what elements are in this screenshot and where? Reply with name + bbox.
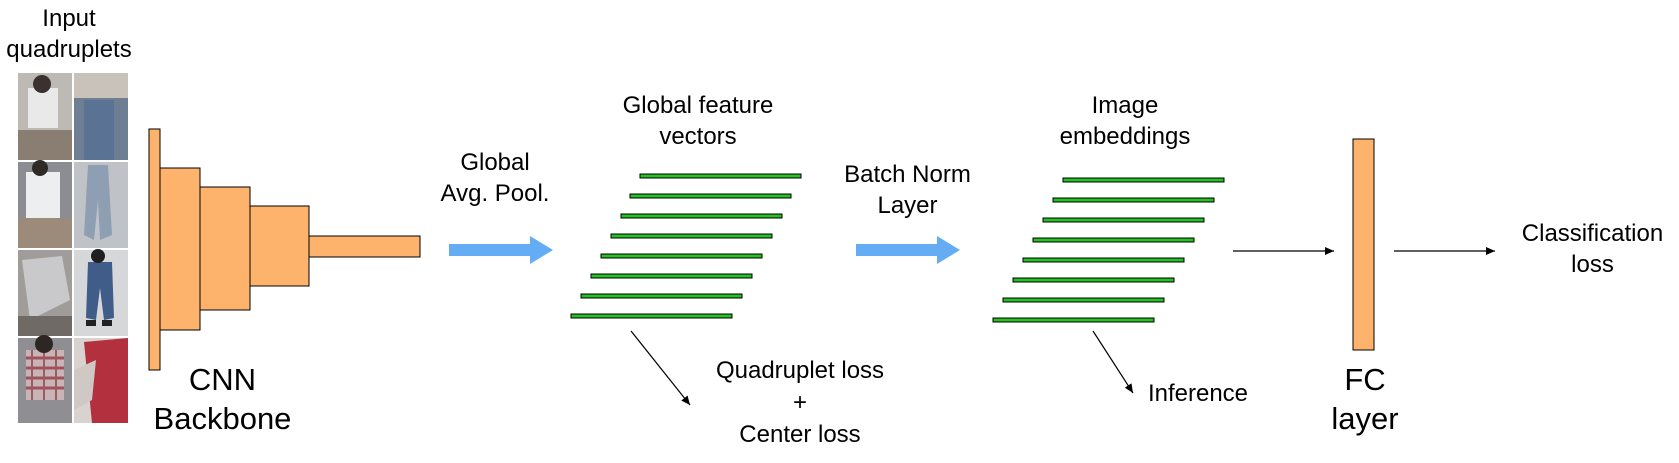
feature-bar [570, 313, 733, 319]
gap-label-line1: Global [460, 149, 530, 176]
cnn-label-line1: CNN [188, 362, 257, 397]
batch-norm-arrow [856, 236, 960, 264]
photo-8 [74, 338, 128, 423]
photo-5 [74, 73, 128, 160]
cls-label-line2: loss [1571, 250, 1614, 278]
feature-bar [620, 213, 783, 219]
feature-bar [610, 233, 773, 239]
fc-label-line2: layer [1331, 400, 1399, 436]
gfv-label-line2: vectors [659, 122, 737, 150]
feature-bar [639, 173, 802, 179]
input-quadruplets-label: Input quadruplets [0, 4, 138, 65]
cnn-block-1 [148, 128, 161, 371]
embedding-bar [1042, 217, 1205, 223]
gap-label-line2: Avg. Pool. [440, 179, 550, 207]
input-label-line2: quadruplets [6, 35, 132, 63]
quadruplet-center-loss-label: Quadruplet loss + Center loss [685, 355, 915, 451]
cnn-backbone [148, 128, 421, 371]
cnn-block-5 [308, 235, 421, 258]
input-label-line1: Input [42, 5, 96, 32]
fc-layer-label: FC layer [1310, 361, 1420, 439]
batch-norm-layer-label: Batch Norm Layer [820, 160, 995, 221]
to-inference-arrow [1092, 330, 1134, 394]
photo-1 [18, 73, 72, 160]
gap-arrow [449, 236, 553, 264]
embedding-bar [1032, 237, 1195, 243]
quad-loss-line3: Center loss [739, 421, 861, 448]
to-quadruplet-loss-arrow [630, 330, 691, 406]
feature-bar [600, 253, 763, 259]
feature-bar [580, 293, 743, 299]
cnn-label-line2: Backbone [153, 400, 292, 436]
emb-label-line2: embeddings [1059, 122, 1191, 150]
image-embeddings [992, 177, 1225, 323]
cls-label-line1: Classification [1521, 220, 1664, 247]
feature-bar [629, 193, 792, 199]
quad-loss-line2: + [792, 389, 807, 416]
photo-3 [18, 250, 72, 336]
cnn-block-3 [199, 186, 251, 311]
embedding-bar [1022, 257, 1185, 263]
bn-label-line2: Layer [877, 191, 938, 219]
fc-label-line1: FC [1344, 362, 1386, 397]
photo-2 [18, 160, 72, 248]
inference-text: Inference [1147, 380, 1249, 407]
global-avg-pool-label: Global Avg. Pool. [415, 148, 575, 209]
cnn-block-2 [159, 167, 201, 331]
fc-layer-block [1352, 138, 1375, 351]
embedding-bar [992, 317, 1155, 323]
inference-label: Inference [1133, 379, 1263, 410]
classification-loss-label: Classification loss [1505, 219, 1679, 280]
photo-6 [74, 162, 128, 248]
quad-loss-line1: Quadruplet loss [715, 357, 885, 384]
cnn-backbone-label: CNN Backbone [140, 361, 305, 439]
emb-label-line1: Image [1091, 92, 1159, 119]
cnn-block-4 [249, 205, 310, 287]
embedding-bar [1062, 177, 1225, 183]
embedding-bar [1052, 197, 1215, 203]
embedding-bar [1002, 297, 1165, 303]
global-feature-vectors-label: Global feature vectors [598, 91, 798, 152]
embedding-bar [1012, 277, 1175, 283]
photo-7 [74, 249, 128, 336]
image-embeddings-label: Image embeddings [1035, 91, 1215, 152]
global-feature-vectors [570, 173, 802, 319]
gfv-label-line1: Global feature [622, 92, 774, 119]
photo-4 [18, 335, 72, 423]
bn-label-line1: Batch Norm [844, 161, 971, 188]
input-photo-grid [18, 73, 128, 423]
feature-bar [590, 273, 753, 279]
